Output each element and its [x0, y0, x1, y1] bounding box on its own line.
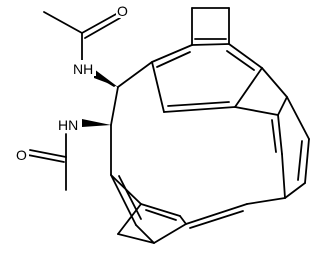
bond-carbonyl-o-bottom-2: [27, 154, 65, 163]
nh-bottom-bg: [57, 116, 81, 132]
lower-ring-bond-3: [281, 153, 286, 199]
wedge-bond-bottom: [82, 119, 111, 127]
left-ring-bond-5: [117, 203, 142, 235]
atom-label-nh-top: NH: [73, 61, 93, 77]
right-bridge: [261, 67, 310, 199]
upper-ring-bond-2: [151, 44, 193, 63]
upper-ring-bond-5: [234, 67, 263, 108]
left-ring-bond-7: [179, 215, 187, 225]
lower-ring-bond-6: [153, 223, 187, 244]
atom-label-o-top: O: [117, 3, 128, 19]
bond-ch-ch: [110, 86, 119, 126]
lower-ring-bond-1: [277, 96, 288, 116]
lower-ring-bond-4: [246, 197, 286, 205]
left-ring-bond-2-inner: [118, 175, 142, 220]
o-top-bg: [116, 2, 130, 18]
nh-top-bg: [72, 60, 96, 76]
acetamide-bottom: [27, 133, 67, 191]
atom-label-o-bottom: O: [16, 147, 27, 163]
bond-carbonyl-o-bottom-1: [29, 149, 67, 158]
left-ring-bond-6: [140, 203, 181, 217]
lower-ring-bond-5-inner: [189, 210, 244, 229]
lower-ring-bond-5: [185, 203, 248, 225]
bond-carbonyl-o-top-2: [84, 17, 121, 39]
upper-ring-bond-4-inner: [226, 50, 255, 71]
lower-benzene-ring: [153, 96, 288, 244]
cyclobutene-ring: [191, 7, 230, 46]
wedge-bond-top: [94, 69, 118, 87]
left-ring-bond-3: [135, 224, 155, 244]
upper-ring-bond-7: [151, 61, 165, 113]
left-ring-bond-6-inner: [145, 209, 177, 221]
upper-benzene-ring: [117, 43, 263, 113]
bond-upper-to-lower: [234, 106, 279, 116]
upper-ring-bond-3: [191, 43, 230, 46]
lower-ring-bond-2: [277, 114, 283, 155]
right-bridge-bond-3-inner: [297, 140, 303, 181]
bond-methyl-carbonyl-top: [43, 11, 83, 34]
upper-ring-bond-4: [228, 43, 263, 69]
left-benzene-ring: [110, 124, 187, 244]
o-bottom-bg: [15, 146, 29, 162]
right-bridge-bond-3: [304, 138, 310, 184]
upper-ring-bond-6-inner: [167, 101, 230, 107]
upper-ring-bond-6: [163, 106, 236, 113]
upper-ring-bond-1: [117, 61, 153, 88]
left-ring-bond-4: [117, 233, 155, 244]
atom-label-hn-bottom: HN: [58, 117, 78, 133]
right-bridge-bond-2: [286, 96, 310, 140]
upper-ring-bond-2-inner: [156, 51, 191, 68]
left-ring-bond-8: [110, 174, 142, 205]
bond-carbonyl-o-top-1: [81, 12, 119, 34]
lower-ring-bond-2-inner: [271, 119, 277, 153]
right-bridge-bond-4: [284, 182, 306, 199]
right-bridge-bond-1: [261, 67, 288, 98]
